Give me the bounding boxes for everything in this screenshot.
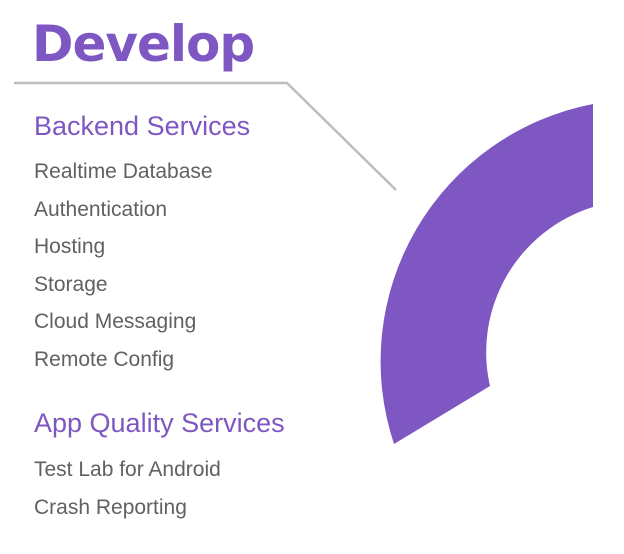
app-quality-services-list: Test Lab for Android Crash Reporting [34,451,221,526]
ring-segment [380,104,593,444]
list-item-cloud-messaging: Cloud Messaging [34,310,197,333]
list-item-remote-config: Remote Config [34,347,175,371]
backend-services-list: Realtime Database Authentication Hosting… [34,153,213,378]
connector-line [14,81,397,191]
page-title: Develop [32,15,255,73]
list-item-hosting: Hosting [34,235,106,258]
list-item-crash-reporting: Crash Reporting [34,495,187,519]
list-item-authentication: Authentication [34,197,168,221]
app-quality-services-heading: App Quality Services [34,408,285,438]
list-item-test-lab-for-android: Test Lab for Android [34,458,221,481]
list-item-realtime-database: Realtime Database [34,160,213,183]
list-item-storage: Storage [34,272,108,296]
backend-services-heading: Backend Services [34,111,251,141]
